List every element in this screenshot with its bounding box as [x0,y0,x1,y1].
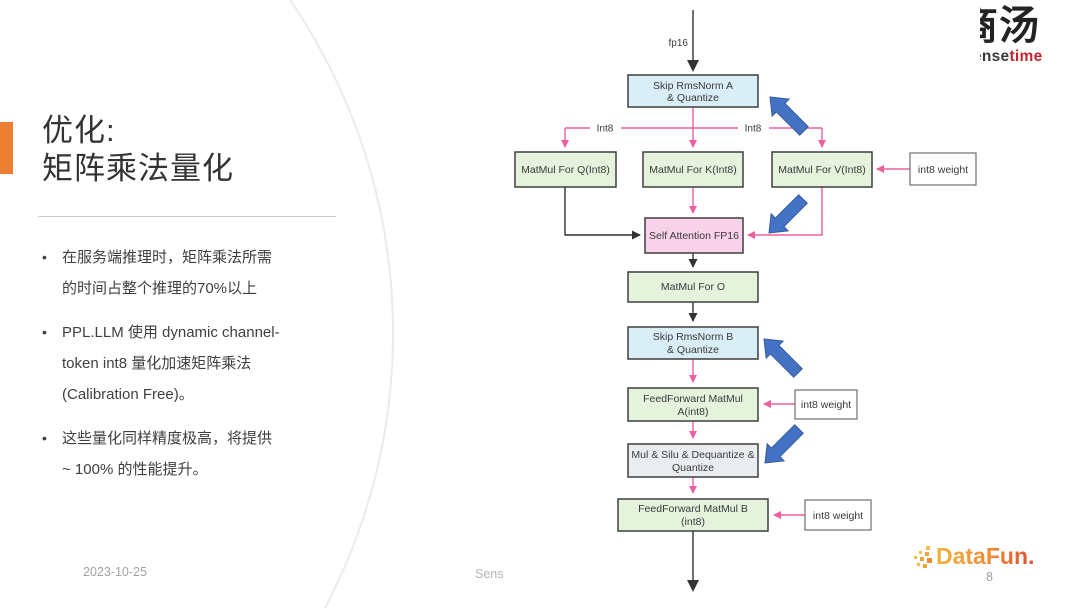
svg-text:& Quantize: & Quantize [667,92,719,104]
node-self-attention: Self Attention FP16 [644,217,744,254]
node-matmul-k: MatMul For K(Int8) [642,151,744,188]
page-title: 优化: 矩阵乘法量化 [42,112,234,188]
bullet-line: PPL.LLM 使用 dynamic channel- [62,324,280,341]
bullet-line: 这些量化同样精度极高，将提供 [62,430,273,447]
bullet-item-2: PPL.LLM 使用 dynamic channel- token int8 量… [38,317,340,410]
bullet-list: 在服务端推理时，矩阵乘法所需 的时间占整个推理的70%以上 PPL.LLM 使用… [38,242,340,498]
node-matmul-v: MatMul For V(Int8) [771,151,873,188]
bullet-line: 在服务端推理时，矩阵乘法所需 [62,249,273,266]
svg-text:MatMul For Q(Int8): MatMul For Q(Int8) [521,164,610,176]
node-matmul-q: MatMul For Q(Int8) [514,151,617,188]
bullet-line: token int8 量化加速矩阵乘法 [62,355,252,372]
svg-text:MatMul For O: MatMul For O [661,281,725,293]
blue-arrow-down-left-1 [768,194,808,234]
bullet-line: ~ 100% 的性能提升。 [62,461,208,478]
fp16-label: fp16 [669,38,689,49]
svg-text:MatMul For V(Int8): MatMul For V(Int8) [778,164,866,176]
node-matmul-o: MatMul For O [627,271,759,303]
node-mul-silu: Mul & Silu & Dequantize & Quantize [627,443,759,478]
svg-text:FeedForward MatMul: FeedForward MatMul [643,393,743,405]
node-int8-weight-1: int8 weight [909,152,977,186]
title-divider [38,216,336,217]
node-int8-weight-2: int8 weight [794,389,858,420]
blue-arrow-up-left-1 [769,96,809,136]
footer-date: 2023-10-25 [83,565,147,579]
svg-text:(int8): (int8) [681,516,705,528]
svg-text:Quantize: Quantize [672,462,714,474]
svg-text:Skip RmsNorm B: Skip RmsNorm B [653,331,734,343]
node-int8-weight-3: int8 weight [804,499,872,531]
svg-text:MatMul For K(Int8): MatMul For K(Int8) [649,164,737,176]
svg-text:int8 weight: int8 weight [801,399,851,411]
svg-text:int8 weight: int8 weight [813,510,863,522]
node-feedforward-b: FeedForward MatMul B (int8) [617,498,769,532]
datafun-logo: DataFun. [912,543,1034,570]
svg-text:Mul & Silu & Dequantize &: Mul & Silu & Dequantize & [631,449,754,461]
datafun-dots-icon [914,545,932,568]
int8-label-right-text: Int8 [745,124,762,135]
sensetime-word-red: time [1009,48,1043,65]
int8-label-right: Int8 [738,121,769,135]
accent-bar [0,122,13,174]
page-title-line1: 优化: [42,113,116,148]
bullet-item-1: 在服务端推理时，矩阵乘法所需 的时间占整个推理的70%以上 [38,242,340,304]
page-number: 8 [986,570,993,584]
blue-arrow-down-left-2 [764,424,804,464]
sensetime-logo: 商汤 sensetime [980,4,1080,80]
page-title-line2: 矩阵乘法量化 [42,151,234,186]
int8-label-left: Int8 [590,121,621,135]
blue-arrow-up-left-2 [763,338,803,378]
svg-text:A(int8): A(int8) [678,406,709,418]
bullet-line: 的时间占整个推理的70%以上 [62,280,258,297]
svg-text:FeedForward MatMul B: FeedForward MatMul B [638,503,748,515]
svg-text:Skip RmsNorm A: Skip RmsNorm A [653,80,733,92]
svg-text:int8 weight: int8 weight [918,164,968,176]
sensetime-word-dark: sense [980,48,1010,65]
node-skip-rmsnorm-a: Skip RmsNorm A & Quantize [627,74,759,108]
sensetime-wordmark: sensetime [980,48,1080,66]
int8-label-left-text: Int8 [597,124,614,135]
quantization-flowchart: fp16 Int8 Int8 Skip RmsNorm A & Quantize… [514,10,977,592]
svg-text:Self Attention FP16: Self Attention FP16 [649,230,739,242]
bullet-item-3: 这些量化同样精度极高，将提供 ~ 100% 的性能提升。 [38,423,340,485]
datafun-wordmark: DataFun. [936,543,1035,569]
footer-watermark: Sens [475,567,504,581]
node-skip-rmsnorm-b: Skip RmsNorm B & Quantize [627,326,759,360]
svg-text:& Quantize: & Quantize [667,344,719,356]
sensetime-hanzi-text: 商汤 [980,4,1040,48]
node-feedforward-a: FeedForward MatMul A(int8) [627,387,759,422]
bullet-line: (Calibration Free)。 [62,386,194,403]
